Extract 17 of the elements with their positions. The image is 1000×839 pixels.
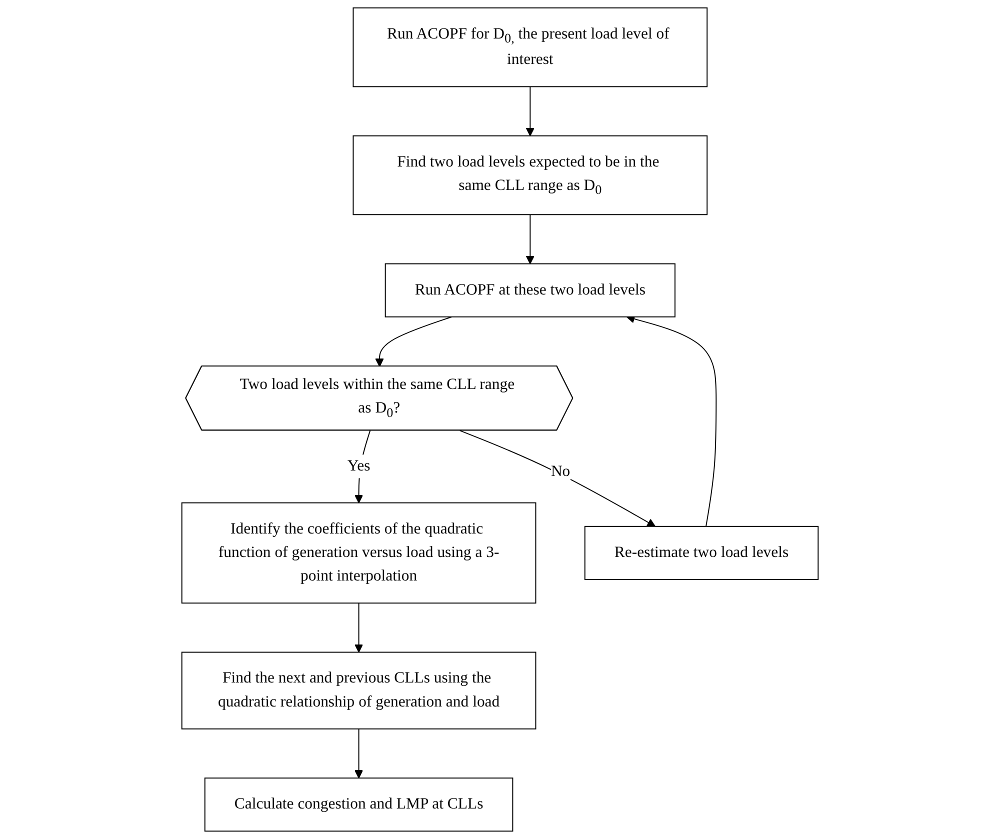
node-box: Run ACOPF for D$_{0,}$ the present load level of interest <box>352 7 708 88</box>
node-box: Calculate congestion and LMP at CLLs <box>204 778 514 832</box>
node-box: Find the next and previous CLLs using the quadratic relationship of generation and load <box>181 652 536 730</box>
arrow <box>459 430 656 527</box>
arrow <box>526 86 534 136</box>
arrow <box>626 314 717 527</box>
node-box: Run ACOPF at these two load levels <box>384 263 676 318</box>
arrow <box>375 316 452 367</box>
node-box: Find two load levels expected to be in the same CLL range as D$_{0}$ <box>352 135 708 216</box>
arrow <box>354 728 364 778</box>
node-box: Identify the coefficients of the quadratic function of generation versus load using a 3-point interpolation <box>181 502 536 604</box>
edge-label: Yes <box>347 458 370 474</box>
edge-label: No <box>550 463 570 480</box>
node-box: Re-estimate two load levels <box>584 526 819 580</box>
arrow <box>526 214 534 264</box>
arrow <box>354 430 371 504</box>
arrow <box>354 602 364 653</box>
